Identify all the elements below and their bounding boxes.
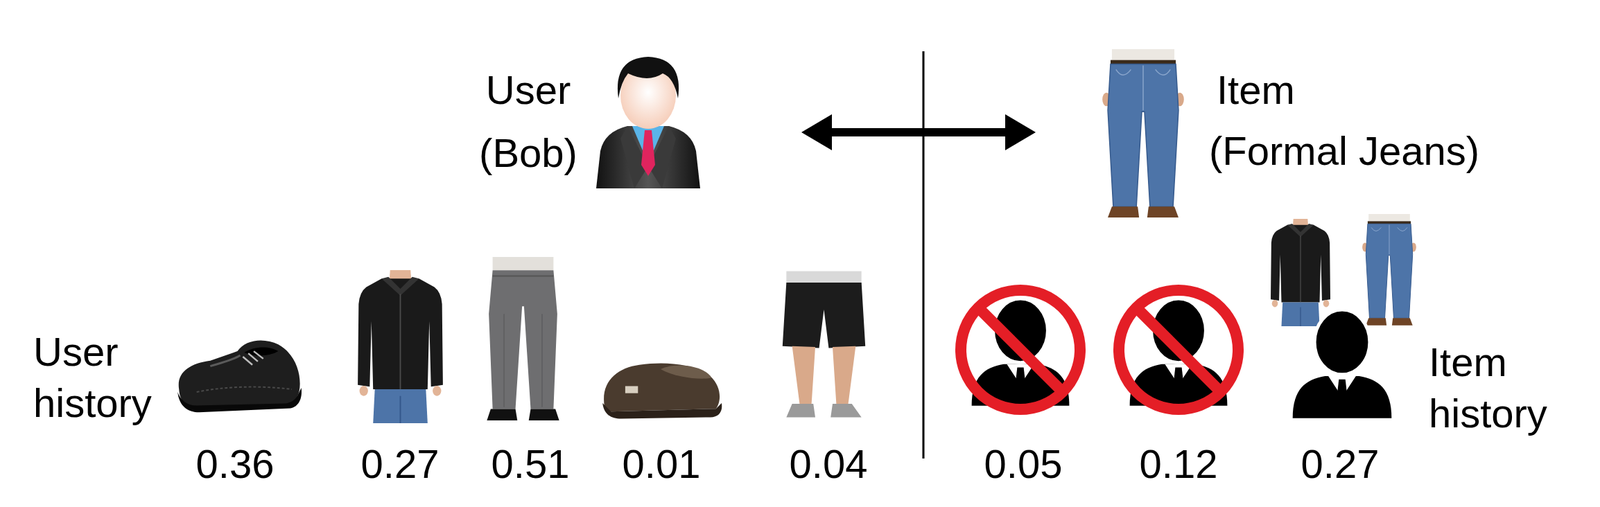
attention-weight: 0.51 xyxy=(491,440,570,489)
ban-ring xyxy=(960,290,1081,410)
user-icon xyxy=(596,56,701,189)
arrow-shaft xyxy=(830,128,1007,137)
row-label: Item history xyxy=(1428,336,1548,440)
jacket-picture xyxy=(1270,219,1331,327)
person-icon xyxy=(1292,309,1393,419)
person-icon xyxy=(971,298,1070,407)
user-lapel xyxy=(620,126,676,189)
user-node: User (Bob) xyxy=(471,59,802,206)
jeans-picture xyxy=(1362,214,1417,326)
arrow-head xyxy=(801,114,832,151)
jeans-picture xyxy=(1102,49,1185,218)
slipper-picture xyxy=(602,363,722,419)
row-label: User history xyxy=(33,326,152,430)
attention-weight: 0.05 xyxy=(984,440,1063,489)
node-subtitle: (Formal Jeans) xyxy=(1209,126,1480,176)
double-arrow xyxy=(801,114,1036,151)
ban-ring xyxy=(1118,290,1239,410)
arrow-head xyxy=(1005,114,1036,151)
pants-picture xyxy=(486,257,559,421)
item-jeans xyxy=(1102,49,1185,218)
attention-weight: 0.01 xyxy=(622,440,701,489)
item-node: Item (Formal Jeans) xyxy=(1035,59,1508,206)
ban-slash xyxy=(978,307,1063,393)
attention-weight: 0.27 xyxy=(361,440,440,489)
shorts-picture xyxy=(782,271,866,418)
user-tie xyxy=(641,130,656,177)
banned-user xyxy=(1118,290,1239,410)
attention-weight: 0.12 xyxy=(1139,440,1219,489)
attention-weight: 0.27 xyxy=(1301,440,1380,489)
node-title: User xyxy=(485,65,571,115)
attention-weight: 0.36 xyxy=(196,440,275,489)
user-hair xyxy=(617,56,679,99)
user-suit xyxy=(596,126,701,189)
person-icon xyxy=(1129,298,1228,407)
attention-weight: 0.04 xyxy=(789,440,868,489)
banned-user xyxy=(960,290,1081,410)
node-subtitle: (Bob) xyxy=(479,128,578,178)
shoe-picture xyxy=(177,340,302,413)
ban-slash xyxy=(1136,307,1221,393)
jacket-picture xyxy=(357,270,443,424)
divider-line xyxy=(922,51,925,459)
node-title: Item xyxy=(1216,65,1295,115)
buying-user xyxy=(1270,214,1417,419)
